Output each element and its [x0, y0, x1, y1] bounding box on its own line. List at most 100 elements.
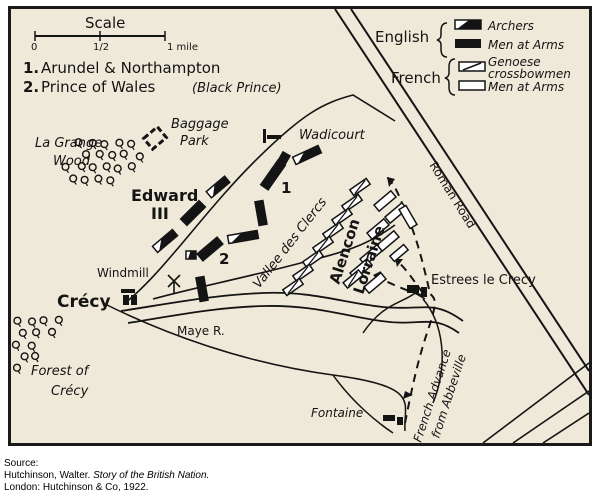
- tree-icon: [27, 317, 37, 326]
- tree-trunk: [44, 322, 47, 327]
- troop-block: [179, 199, 207, 227]
- roman-road-label: Roman Road: [426, 159, 478, 231]
- tree-icon: [20, 352, 29, 361]
- scale-tick-0: 0: [31, 42, 37, 53]
- tree-icon: [74, 138, 83, 147]
- tree-trunk: [98, 181, 102, 185]
- troop-block: [205, 175, 231, 199]
- tree-icon: [13, 316, 22, 325]
- roads: [102, 292, 443, 434]
- legend-french-label: French: [391, 69, 441, 87]
- troop-block: [275, 150, 291, 170]
- commander-2-number: 2.: [23, 78, 39, 96]
- tree-trunk: [140, 159, 144, 163]
- legend-french-men-at-arms-label: Men at Arms: [488, 80, 564, 94]
- maye-label: Maye R.: [177, 324, 225, 338]
- tree-icon: [106, 176, 115, 185]
- troop-block: [311, 235, 335, 255]
- tree-trunk: [131, 146, 135, 151]
- tree-icon: [81, 150, 91, 159]
- tree-icon: [94, 174, 103, 183]
- troop-positions: [151, 144, 418, 303]
- troop-block: [185, 250, 197, 260]
- source-author: Hutchinson, Walter.: [4, 470, 91, 481]
- tree-trunk: [25, 358, 29, 363]
- archers-icon: [454, 19, 482, 30]
- crecy-label: Crécy: [57, 292, 111, 312]
- troop-block: [365, 217, 391, 241]
- tree-trunk: [17, 370, 21, 375]
- tree-trunk: [118, 171, 122, 175]
- scale-tick-mile: 1 mile: [167, 42, 198, 53]
- troop-block: [281, 277, 305, 297]
- source-line-1: Hutchinson, Walter. Story of the British…: [4, 470, 596, 482]
- tree-icon: [18, 328, 27, 337]
- tree-trunk: [35, 358, 39, 363]
- tree-trunk: [66, 169, 69, 174]
- la-grange-label-1: La Grange: [35, 136, 102, 151]
- tree-icon: [27, 341, 36, 350]
- forest-label-2: Crécy: [51, 384, 89, 399]
- map-canvas: Scale 0 1/2 1 mile 1. Arundel & Northamp…: [11, 9, 589, 443]
- tree-icon: [47, 327, 57, 337]
- tree-trunk: [36, 334, 40, 339]
- tree-icon: [77, 162, 86, 171]
- tree-icon: [102, 162, 111, 171]
- tree-icon: [39, 316, 48, 325]
- troop-block: [330, 207, 354, 227]
- tree-trunk: [52, 334, 56, 339]
- tree-icon: [30, 351, 40, 361]
- tree-trunk: [17, 323, 21, 328]
- tree-trunk: [59, 322, 63, 327]
- tree-trunk: [93, 145, 97, 150]
- source-book-title: Story of the British Nation.: [93, 470, 210, 481]
- crossbowmen-icon: [458, 61, 486, 72]
- troop-block: [340, 193, 364, 213]
- tree-icon: [113, 164, 122, 173]
- tree-icon: [135, 152, 144, 161]
- legend-english-men-at-arms-label: Men at Arms: [488, 38, 564, 52]
- tree-trunk: [32, 348, 36, 353]
- tree-symbols: [11, 138, 144, 375]
- tree-trunk: [32, 324, 36, 328]
- troop-block: [398, 204, 418, 230]
- windmill-label: Windmill: [97, 266, 149, 280]
- troop-block: [372, 189, 398, 213]
- men-at-arms-english-icon: [455, 39, 481, 48]
- baggage-label-2: Park: [180, 134, 209, 149]
- tree-icon: [12, 363, 22, 372]
- tree-trunk: [93, 169, 97, 174]
- maye-river: [120, 291, 464, 334]
- tree-icon: [31, 328, 41, 337]
- source-citation: Source: Hutchinson, Walter. Story of the…: [4, 458, 596, 494]
- tree-icon: [54, 315, 63, 324]
- troop-block: [388, 243, 410, 263]
- field-boundaries: [482, 362, 589, 443]
- estrees-label: Estrees le Crecy: [431, 273, 536, 288]
- baggage-label-1: Baggage: [171, 117, 229, 132]
- troop-block: [301, 249, 325, 269]
- baggage-park-icon: [141, 124, 169, 152]
- scale-bar: Scale 0 1/2 1 mile: [31, 14, 198, 53]
- village-marks: [121, 129, 427, 425]
- troop-block: [348, 177, 372, 197]
- troop-block: [196, 236, 224, 262]
- tree-trunk: [119, 145, 123, 150]
- windmill-icon: [167, 274, 181, 293]
- tree-icon: [95, 149, 104, 159]
- commander-key: 1. Arundel & Northampton 2. Prince of Wa…: [23, 59, 282, 96]
- scale-tick-half: 1/2: [93, 42, 109, 53]
- tree-trunk: [110, 182, 114, 187]
- ridge-lines: [124, 94, 396, 304]
- troop-block: [291, 263, 315, 283]
- tree-trunk: [79, 144, 82, 149]
- commander-1-number: 1.: [23, 59, 39, 77]
- battle-map: Scale 0 1/2 1 mile 1. Arundel & Northamp…: [8, 6, 592, 446]
- wadicourt-label: Wadicourt: [299, 128, 366, 143]
- men-at-arms-french-icon: [458, 80, 486, 91]
- division-1-label: 1: [281, 179, 291, 197]
- tree-icon: [61, 162, 70, 171]
- commander-2-note: (Black Prince): [192, 81, 282, 96]
- forest-label-1: Forest of: [31, 364, 91, 379]
- scale-title: Scale: [85, 14, 125, 32]
